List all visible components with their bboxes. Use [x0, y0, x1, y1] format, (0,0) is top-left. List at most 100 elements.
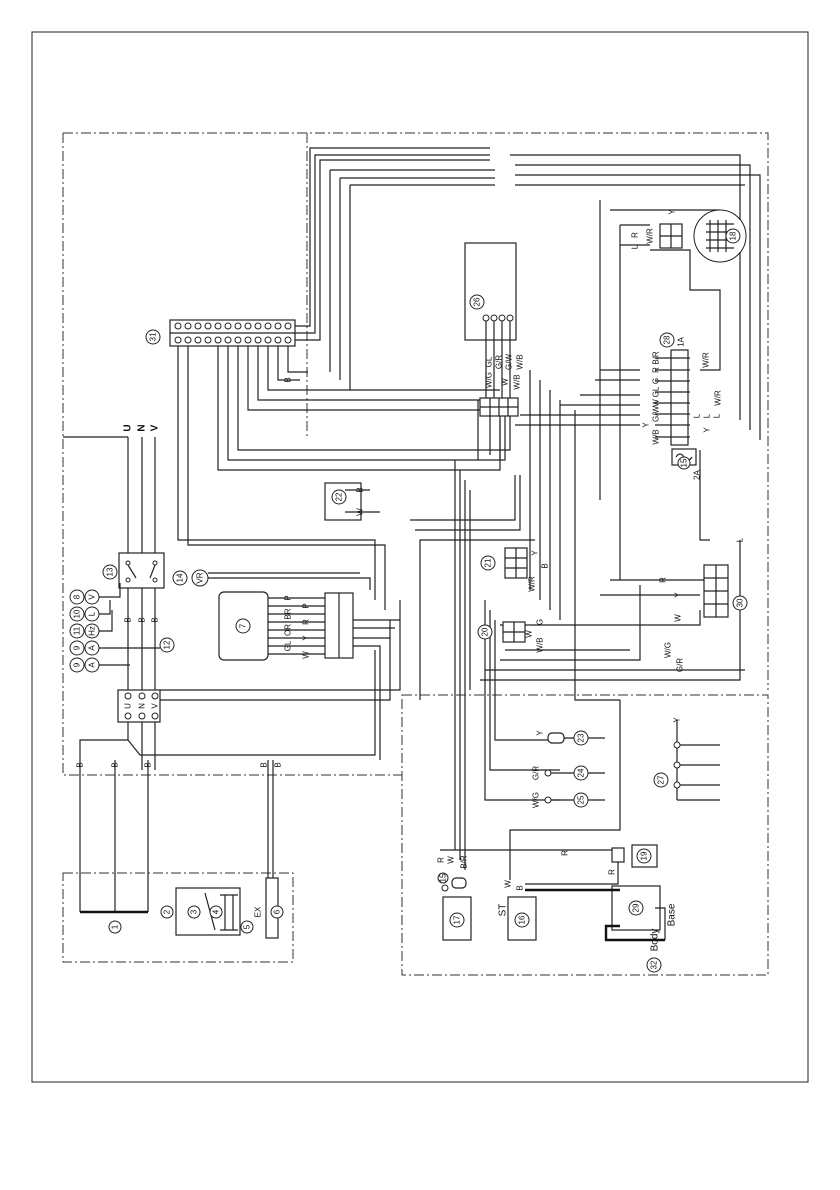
terminal-circle: [138, 712, 146, 720]
wire-path: [525, 888, 665, 942]
diagram-label: P: [302, 603, 311, 608]
component-7: 7: [235, 618, 251, 634]
wire-path: [329, 169, 495, 390]
wire-path: [505, 548, 527, 578]
diagram-label: 2A: [693, 469, 702, 479]
diagram-label: W/B: [536, 637, 545, 652]
diagram-label: W/R: [646, 228, 655, 244]
diagram-label: BR: [284, 608, 293, 619]
diagram-label: 21: [484, 558, 493, 567]
diagram-label: R: [561, 850, 570, 856]
diagram-label: W/B: [652, 429, 661, 444]
breaker-13: [118, 552, 165, 589]
terminal-circle: [254, 336, 262, 344]
terminal-circle: [69, 657, 85, 673]
terminal-circle: [69, 640, 85, 656]
wire-labels-misc: R L Y W/R W B Y W/R B G W W/B R Y W L W/…: [356, 209, 745, 891]
ammeter-icon: A: [88, 662, 97, 668]
terminal-circle: [214, 322, 222, 330]
diagram-label: 11: [73, 626, 82, 635]
diagram-label: W/R: [714, 390, 723, 406]
diagram-label: G: [652, 378, 661, 384]
wire-path: [699, 450, 710, 541]
diagram-label: W: [525, 630, 534, 638]
terminal-circle: [480, 555, 496, 571]
terminal-circle: [69, 606, 85, 622]
terminal-circle: [234, 336, 242, 344]
terminal-circle: [124, 712, 132, 720]
component-17: 17: [449, 912, 465, 928]
terminal-circle: [151, 692, 159, 700]
wire-path: [515, 369, 640, 426]
diagram-label: W: [674, 614, 683, 622]
diagram-label: 32: [650, 960, 659, 969]
terminal-circle: [151, 712, 159, 720]
diagram-label: B: [274, 762, 283, 767]
component-30: 30: [732, 595, 748, 611]
frequency-meter-icon: Hz: [88, 626, 97, 636]
diagram-label: 7: [239, 623, 248, 628]
diagram-label: Y: [673, 717, 682, 723]
diagram-label: 2: [163, 909, 172, 914]
terminal-circle: [160, 905, 174, 919]
diagram-label: W/G: [485, 372, 494, 388]
diagram-label: Y: [536, 730, 545, 736]
component-box: [175, 887, 241, 936]
wire-path: [704, 565, 728, 617]
component-26: 26: [469, 294, 485, 310]
diagram-label: R: [631, 232, 640, 238]
terminal-circle: [573, 730, 589, 746]
harness-wires-upper: [177, 147, 761, 880]
terminal-circle: [244, 322, 252, 330]
module-30: [703, 564, 729, 618]
diagram-label: 15: [680, 458, 689, 467]
component-3: 3: [187, 905, 201, 919]
wire-path: [510, 154, 761, 440]
terminal-circle: [125, 560, 131, 566]
diagram-label: V: [150, 424, 161, 431]
terminal-circle: [693, 209, 747, 263]
component-28: 28: [659, 332, 675, 348]
diagram-label: 8: [73, 594, 82, 599]
terminal-circle: [449, 912, 465, 928]
component-box: [670, 349, 689, 446]
wire-path: [127, 564, 156, 579]
diagram-label: Y: [674, 592, 683, 598]
ammeter-icon: A: [88, 645, 97, 651]
terminal-circle: [102, 564, 118, 580]
diagram-label: B: [151, 617, 160, 622]
wire-path: [79, 760, 149, 912]
component-9a: 9: [69, 640, 85, 656]
component-29: 29: [628, 900, 644, 916]
diagram-label: 9: [73, 662, 82, 667]
diagram-label: 23: [577, 733, 586, 742]
component-21: 21: [480, 555, 496, 571]
diagram-label: 12: [163, 640, 172, 649]
terminal-circle: [653, 772, 669, 788]
terminal-circle: [240, 920, 254, 934]
terminal-circle: [264, 322, 272, 330]
terminal-circle: [264, 336, 272, 344]
diagram-label: B: [516, 885, 525, 890]
diagram-label: 18: [729, 231, 738, 240]
diagram-label: 4: [212, 909, 221, 914]
variable-resistor-icon: VR: [196, 572, 205, 583]
diagram-label: 1: [111, 924, 120, 929]
terminal-circle: [194, 336, 202, 344]
terminal-circle: [204, 322, 212, 330]
terminal-circle: [506, 314, 514, 322]
terminal-circle: [498, 314, 506, 322]
component-box: [118, 552, 165, 589]
diagram-label: B/R: [652, 351, 661, 365]
terminal-circle: [573, 792, 589, 808]
diagram-label: Y: [668, 209, 677, 215]
diagram-label: 24: [577, 768, 586, 777]
wire-path: [477, 321, 511, 460]
terminal-circle: [244, 336, 252, 344]
terminal-circle: [108, 920, 122, 934]
terminal-circle: [490, 314, 498, 322]
terminal-letters: U N V U N V: [123, 424, 161, 709]
wire-path: [268, 597, 325, 655]
diagram-label: B: [356, 487, 365, 492]
terminal-circle: [469, 294, 485, 310]
